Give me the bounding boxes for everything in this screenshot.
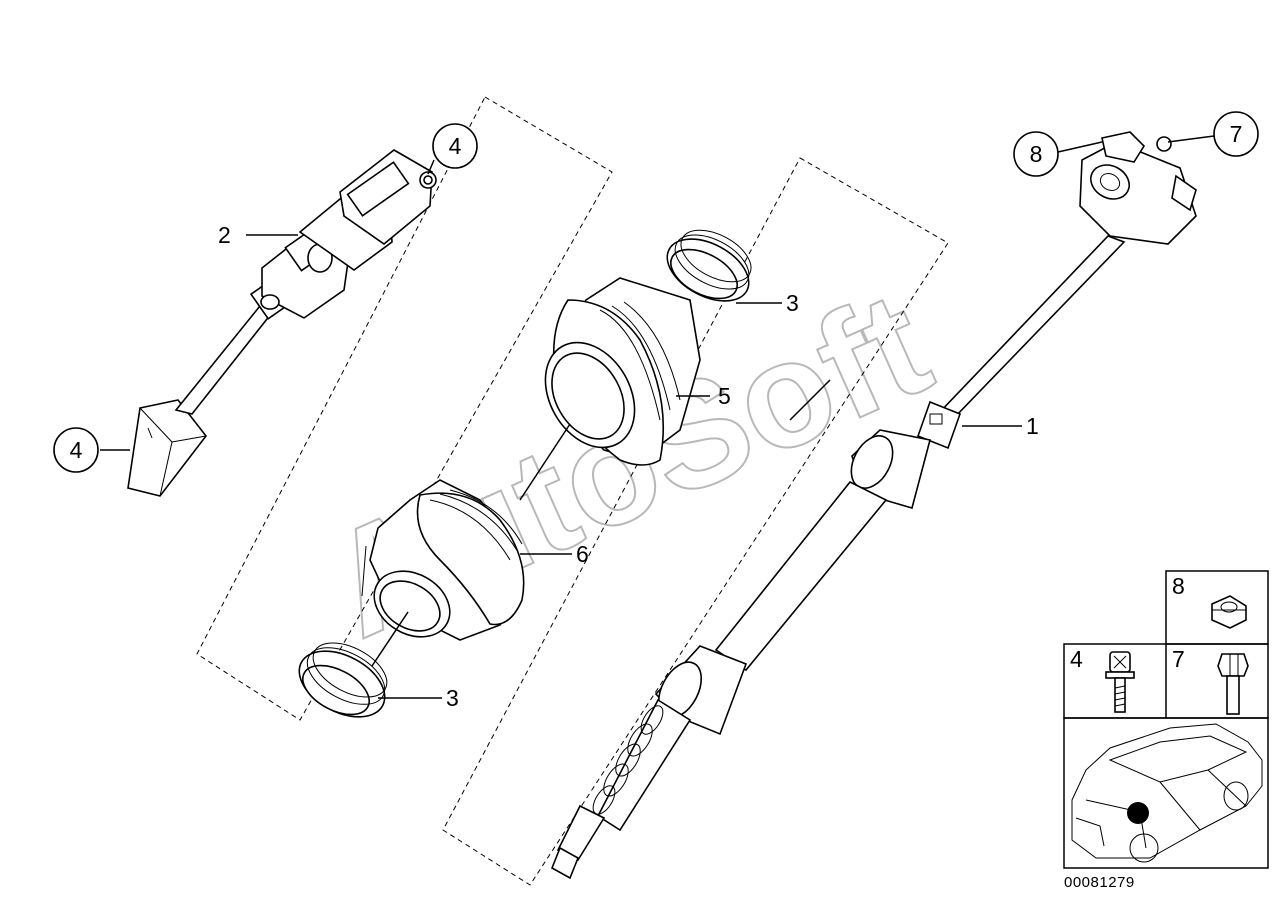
table-cell-8: 8 — [1172, 573, 1247, 629]
table-cell-7: 7 — [1172, 646, 1249, 715]
svg-text:3: 3 — [446, 685, 459, 711]
bellows-lower[interactable] — [361, 479, 525, 650]
locator-marker — [1127, 802, 1149, 824]
catalog-number: 00081279 — [1064, 874, 1135, 891]
callout-4-top: 4 — [432, 123, 478, 169]
car-locator — [1071, 723, 1263, 863]
callout-6: 6 — [576, 541, 589, 567]
steering-shaft[interactable] — [550, 131, 1197, 880]
svg-text:7: 7 — [1230, 121, 1243, 147]
seal-ring-bottom[interactable] — [288, 632, 396, 731]
callout-3-bottom: 3 — [446, 685, 459, 711]
svg-text:5: 5 — [718, 383, 731, 409]
group-box-center — [442, 157, 949, 886]
svg-text:2: 2 — [218, 222, 231, 248]
svg-text:1: 1 — [1026, 413, 1039, 439]
car-outline-icon — [1071, 723, 1263, 863]
svg-text:4: 4 — [70, 437, 83, 463]
callout-5: 5 — [718, 383, 731, 409]
callout-1: 1 — [1026, 413, 1039, 439]
svg-text:3: 3 — [786, 290, 799, 316]
callout-3-top: 3 — [786, 290, 799, 316]
table-cell-4: 4 — [1070, 646, 1135, 713]
torx-bolt-icon — [1105, 651, 1135, 713]
svg-text:6: 6 — [576, 541, 589, 567]
svg-text:4: 4 — [449, 133, 462, 159]
callout-8: 8 — [1013, 131, 1059, 177]
svg-text:4: 4 — [1070, 646, 1083, 672]
bellows-upper[interactable] — [527, 277, 701, 466]
seal-ring-top[interactable] — [657, 220, 759, 314]
hex-bolt-icon — [1217, 653, 1249, 715]
universal-joint-shaft[interactable] — [127, 149, 437, 497]
callout-7: 7 — [1213, 111, 1259, 157]
svg-text:7: 7 — [1172, 646, 1185, 672]
hardware-table: 8 4 7 — [1063, 570, 1269, 869]
leader-lines — [100, 135, 1215, 699]
callout-2: 2 — [218, 222, 231, 248]
hex-nut-icon — [1211, 595, 1247, 629]
svg-text:8: 8 — [1030, 141, 1043, 167]
callout-4-left: 4 — [53, 427, 99, 473]
svg-text:8: 8 — [1172, 573, 1185, 599]
group-box-left — [196, 96, 613, 721]
